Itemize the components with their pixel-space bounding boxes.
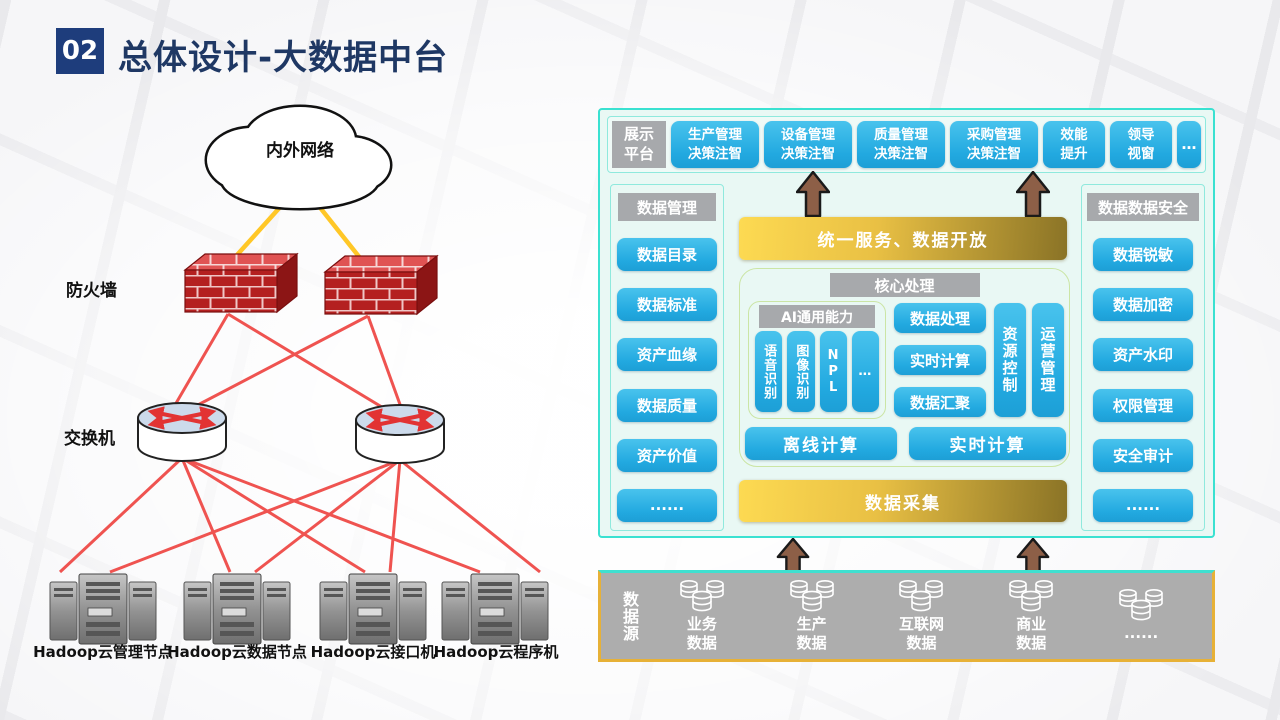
data-source-label-more: ...... bbox=[1123, 624, 1159, 643]
ai-item: 图像识别 bbox=[787, 331, 815, 412]
data-source-label: 业务 数据 bbox=[686, 614, 717, 653]
server-label: Hadoop云接口机 bbox=[310, 643, 436, 661]
core-processing-group: 核心处理 AI通用能力 语音识别 图像识别 NPL … 数据处理 实时计算 数据… bbox=[739, 268, 1070, 467]
security-item: 资产水印 bbox=[1093, 338, 1193, 372]
data-source-item: ...... bbox=[1117, 588, 1165, 644]
unified-service-bar: 统一服务、数据开放 bbox=[739, 217, 1067, 260]
management-item: 数据标准 bbox=[617, 288, 717, 322]
display-platform-label: 展示 平台 bbox=[612, 121, 666, 168]
data-security-header: 数据数据安全 bbox=[1087, 193, 1199, 221]
up-arrow-icon bbox=[1016, 171, 1050, 217]
switch-label: 交换机 bbox=[64, 429, 115, 449]
switch-icon bbox=[138, 403, 226, 461]
page-title: 总体设计-大数据中台 bbox=[118, 38, 449, 78]
server-rack-icon bbox=[319, 573, 427, 645]
management-item: 资产价值 bbox=[617, 438, 717, 472]
data-source-label: 商业 数据 bbox=[1016, 614, 1047, 653]
management-item-more: ...... bbox=[617, 488, 717, 522]
data-security-column: 数据数据安全 数据锐敏 数据加密 资产水印 权限管理 安全审计 ...... bbox=[1081, 184, 1205, 531]
display-item: 生产管理 决策注智 bbox=[671, 121, 759, 168]
server-rack-icon bbox=[49, 573, 157, 645]
network-diagram bbox=[49, 104, 549, 645]
security-item: 权限管理 bbox=[1093, 388, 1193, 422]
data-management-header: 数据管理 bbox=[618, 193, 716, 221]
database-icon bbox=[1009, 579, 1054, 611]
firewall-label: 防火墙 bbox=[66, 281, 117, 301]
database-icon bbox=[680, 579, 724, 611]
security-item: 安全审计 bbox=[1093, 438, 1193, 472]
server-rack-icon bbox=[441, 573, 549, 645]
display-item: 设备管理 决策注智 bbox=[764, 121, 852, 168]
display-item: 采购管理 决策注智 bbox=[950, 121, 1038, 168]
management-item: 数据质量 bbox=[617, 388, 717, 422]
offline-compute-bar: 离线计算 bbox=[745, 427, 897, 460]
display-item: 质量管理 决策注智 bbox=[857, 121, 945, 168]
processing-item: 数据处理 bbox=[894, 303, 986, 333]
cloud-label: 内外网络 bbox=[266, 141, 334, 161]
display-item-more: … bbox=[1177, 121, 1201, 168]
server-label: Hadoop云程序机 bbox=[433, 643, 559, 661]
database-icon bbox=[899, 579, 944, 611]
database-icon bbox=[789, 579, 834, 611]
data-source-item: 互联网 数据 bbox=[897, 579, 945, 654]
database-icon bbox=[1119, 589, 1163, 621]
resource-control-button: 资源控制 bbox=[994, 303, 1026, 417]
management-item: 数据目录 bbox=[617, 238, 717, 272]
firewall-switch-lines bbox=[173, 312, 404, 414]
server-rack-icon bbox=[183, 573, 291, 645]
switch-server-lines bbox=[58, 456, 541, 574]
display-item: 效能 提升 bbox=[1043, 121, 1105, 168]
processing-item: 实时计算 bbox=[894, 345, 986, 375]
data-source-label: 生产 数据 bbox=[796, 614, 827, 653]
architecture-panel: 展示 平台 生产管理 决策注智 设备管理 决策注智 质量管理 决策注智 采购管理… bbox=[598, 108, 1215, 538]
cloud-icon bbox=[204, 104, 393, 211]
data-source-label: 互联网 数据 bbox=[898, 614, 944, 653]
realtime-compute-bar: 实时计算 bbox=[909, 427, 1066, 460]
up-arrow-icon bbox=[1016, 538, 1050, 574]
data-management-column: 数据管理 数据目录 数据标准 资产血缘 数据质量 资产价值 ...... bbox=[610, 184, 724, 531]
up-arrow-icon bbox=[796, 171, 830, 217]
data-source-item: 业务 数据 bbox=[678, 579, 726, 654]
processing-item: 数据汇聚 bbox=[894, 387, 986, 417]
security-item: 数据加密 bbox=[1093, 288, 1193, 322]
data-sources-bar: 数据源 业务 数据 bbox=[598, 570, 1215, 662]
data-source-item: 生产 数据 bbox=[788, 579, 836, 654]
data-sources-label: 数据源 bbox=[620, 590, 639, 642]
ai-item: NPL bbox=[819, 331, 847, 412]
display-platform-row: 展示 平台 生产管理 决策注智 设备管理 决策注智 质量管理 决策注智 采购管理… bbox=[607, 116, 1206, 173]
ai-item-more: … bbox=[851, 331, 879, 412]
security-item-more: ...... bbox=[1093, 488, 1193, 522]
core-processing-header: 核心处理 bbox=[829, 273, 980, 297]
firewall-icon bbox=[184, 253, 298, 313]
server-label: Hadoop云管理节点 bbox=[33, 643, 173, 661]
up-arrow-icon bbox=[776, 538, 810, 574]
ai-capability-header: AI通用能力 bbox=[759, 305, 875, 328]
ai-item: 语音识别 bbox=[755, 331, 783, 412]
server-label: Hadoop云数据节点 bbox=[167, 643, 307, 661]
switch-icon bbox=[356, 405, 444, 463]
display-item: 领导 视窗 bbox=[1110, 121, 1172, 168]
data-collection-bar: 数据采集 bbox=[739, 480, 1067, 522]
firewall-icon bbox=[324, 255, 438, 315]
operation-management-button: 运营管理 bbox=[1032, 303, 1064, 417]
management-item: 资产血缘 bbox=[617, 338, 717, 372]
data-source-item: 商业 数据 bbox=[1007, 579, 1055, 654]
ai-capability-group: AI通用能力 语音识别 图像识别 NPL … bbox=[748, 301, 886, 419]
section-number-badge: 02 bbox=[56, 28, 104, 74]
security-item: 数据锐敏 bbox=[1093, 238, 1193, 272]
